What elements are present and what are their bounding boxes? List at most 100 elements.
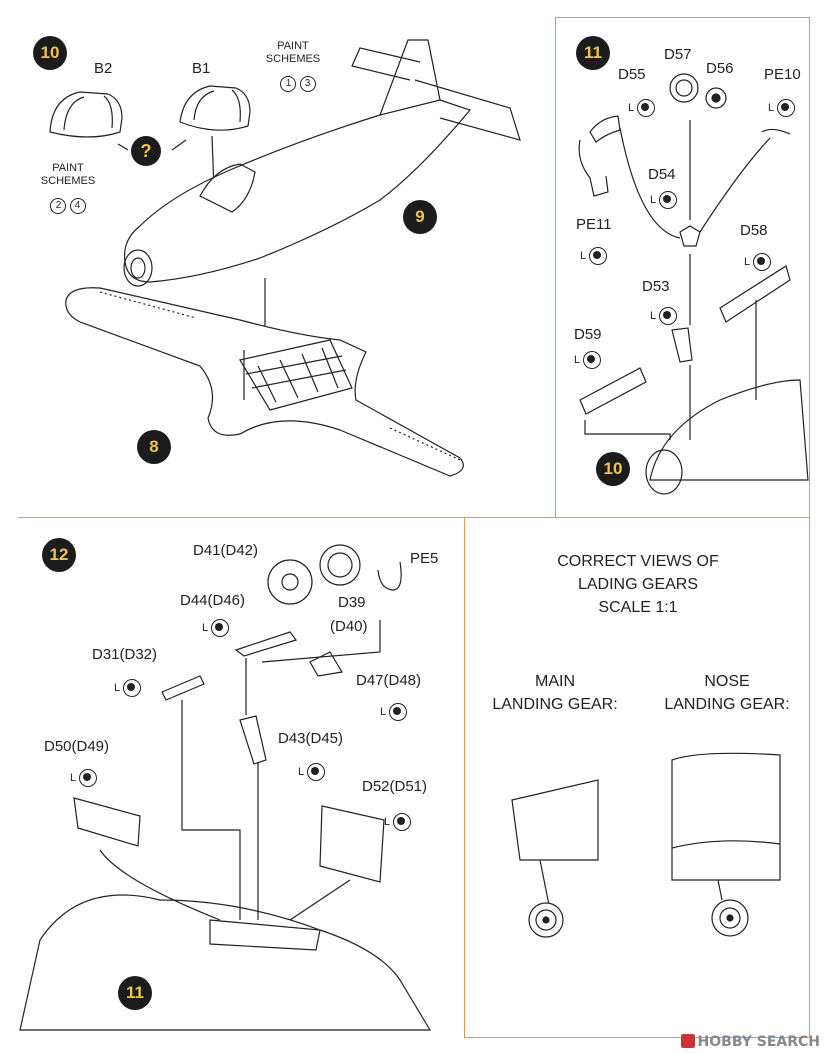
scheme-4-circle: 4 xyxy=(69,198,86,214)
paint-marker-4: L xyxy=(744,252,772,272)
part-d31-label: D31(D32) xyxy=(92,646,158,663)
paint-drop-icon xyxy=(583,351,602,369)
paint-drop-icon xyxy=(753,253,772,271)
part-d40-label: (D40) xyxy=(330,618,368,635)
paint-schemes-label-b: PAINT SCHEMES xyxy=(40,162,96,187)
views-title-line2: LADING GEARS xyxy=(577,576,699,593)
part-b1-label: B1 xyxy=(192,60,211,77)
watermark-logo-icon xyxy=(680,1034,695,1048)
paint-marker-2: L xyxy=(650,190,678,210)
paint-marker-letter: L xyxy=(650,310,657,322)
paint-marker-12: L xyxy=(70,768,98,788)
views-title-line1: CORRECT VIEWS OF xyxy=(557,553,719,570)
main-gear-caption-line1: MAIN xyxy=(535,673,575,690)
paint-marker-letter: L xyxy=(70,772,77,784)
wing-drawing xyxy=(65,287,464,477)
sub-step-8-badge: 8 xyxy=(137,430,171,464)
arrow-b2 xyxy=(117,143,129,151)
paint-drop-icon xyxy=(393,813,412,831)
part-b2-label: B2 xyxy=(94,60,113,77)
paint-drop-icon xyxy=(389,703,408,721)
fuselage-drawing xyxy=(123,39,521,330)
paint-drop-icon xyxy=(211,619,230,637)
question-mark-badge: ? xyxy=(131,136,161,166)
nose-gear-caption: NOSE LANDING GEAR: xyxy=(652,670,802,716)
part-d50-label: D50(D49) xyxy=(44,738,110,755)
watermark: HOBBY SEARCH xyxy=(680,1034,820,1050)
divider-horizontal xyxy=(18,517,809,518)
paint-marker-letter: L xyxy=(202,622,209,634)
sub-step-11-badge: 11 xyxy=(118,976,152,1010)
nose-gear-caption-line1: NOSE xyxy=(704,673,750,690)
paint-marker-letter: L xyxy=(384,816,391,828)
paint-marker-letter: L xyxy=(574,354,581,366)
paint-marker-13: L xyxy=(384,812,412,832)
canopy-b2-drawing xyxy=(49,91,123,138)
paint-marker-letter: L xyxy=(650,194,657,206)
paint-drop-icon xyxy=(637,99,656,117)
paint-marker-9: L xyxy=(114,678,142,698)
main-gear-caption: MAIN LANDING GEAR: xyxy=(480,670,630,716)
sub-step-9-badge: 9 xyxy=(403,200,437,234)
paint-marker-6: L xyxy=(574,350,602,370)
nose-gear-caption-line2: LANDING GEAR: xyxy=(664,696,790,713)
part-d53-label: D53 xyxy=(642,278,670,295)
divider-vertical-top xyxy=(555,17,556,517)
step-12-badge: 12 xyxy=(42,538,76,572)
views-title: CORRECT VIEWS OF LADING GEARS SCALE 1:1 xyxy=(520,550,756,619)
paint-drop-icon xyxy=(659,307,678,325)
part-pe11-label: PE11 xyxy=(576,216,612,233)
part-pe5-label: PE5 xyxy=(410,550,439,567)
part-d44-label: D44(D46) xyxy=(180,592,246,609)
scheme-2-circle: 2 xyxy=(50,198,67,214)
paint-marker-letter: L xyxy=(380,706,387,718)
main-gear-caption-line2: LANDING GEAR: xyxy=(492,696,618,713)
part-d59-label: D59 xyxy=(574,326,602,343)
main-gear-view-drawing xyxy=(511,779,599,938)
divider-top-right-edge xyxy=(809,17,810,517)
part-d54-label: D54 xyxy=(648,166,676,183)
paint-marker-3: L xyxy=(580,246,608,266)
part-d58-label: D58 xyxy=(740,222,768,239)
paint-marker-5: L xyxy=(650,306,678,326)
scheme-1-circle: 1 xyxy=(280,76,297,92)
divider-bottom-edge xyxy=(464,1037,809,1038)
part-d39-label: D39 xyxy=(338,594,366,611)
paint-marker-letter: L xyxy=(298,766,305,778)
paint-marker-7: L xyxy=(768,98,796,118)
paint-drop-icon xyxy=(659,191,678,209)
part-d41-label: D41(D42) xyxy=(193,542,259,559)
paint-marker-letter: L xyxy=(628,102,635,114)
canopy-b1-drawing xyxy=(179,85,251,131)
step-10-badge: 10 xyxy=(33,36,67,70)
paint-marker-letter: L xyxy=(744,256,751,268)
views-title-line3: SCALE 1:1 xyxy=(598,599,678,616)
paint-marker-1: L xyxy=(628,98,656,118)
paint-drop-icon xyxy=(79,769,98,787)
arrow-b1 xyxy=(171,139,187,151)
paint-drop-icon xyxy=(307,763,326,781)
part-pe10-label: PE10 xyxy=(764,66,801,83)
divider-top-edge xyxy=(555,17,809,18)
paint-schemes-circles-b: 2 4 xyxy=(40,198,96,214)
watermark-text: HOBBY SEARCH xyxy=(697,1034,820,1050)
paint-schemes-label-a: PAINT SCHEMES xyxy=(265,40,321,65)
paint-marker-letter: L xyxy=(580,250,587,262)
part-d47-label: D47(D48) xyxy=(356,672,422,689)
paint-marker-letter: L xyxy=(768,102,775,114)
sub-step-10-badge: 10 xyxy=(596,452,630,486)
paint-drop-icon xyxy=(123,679,142,697)
scheme-3-circle: 3 xyxy=(299,76,316,92)
paint-marker-letter: L xyxy=(114,682,121,694)
paint-marker-8: L xyxy=(202,618,230,638)
paint-schemes-circles-a: 1 3 xyxy=(270,76,326,92)
paint-drop-icon xyxy=(777,99,796,117)
divider-vertical-bottom xyxy=(464,517,465,1037)
step-11-badge: 11 xyxy=(576,36,610,70)
step11-parts-drawing xyxy=(578,73,809,495)
part-d52-label: D52(D51) xyxy=(362,778,428,795)
part-d55-label: D55 xyxy=(618,66,646,83)
part-d43-label: D43(D45) xyxy=(278,730,344,747)
part-d56-label: D56 xyxy=(706,60,734,77)
